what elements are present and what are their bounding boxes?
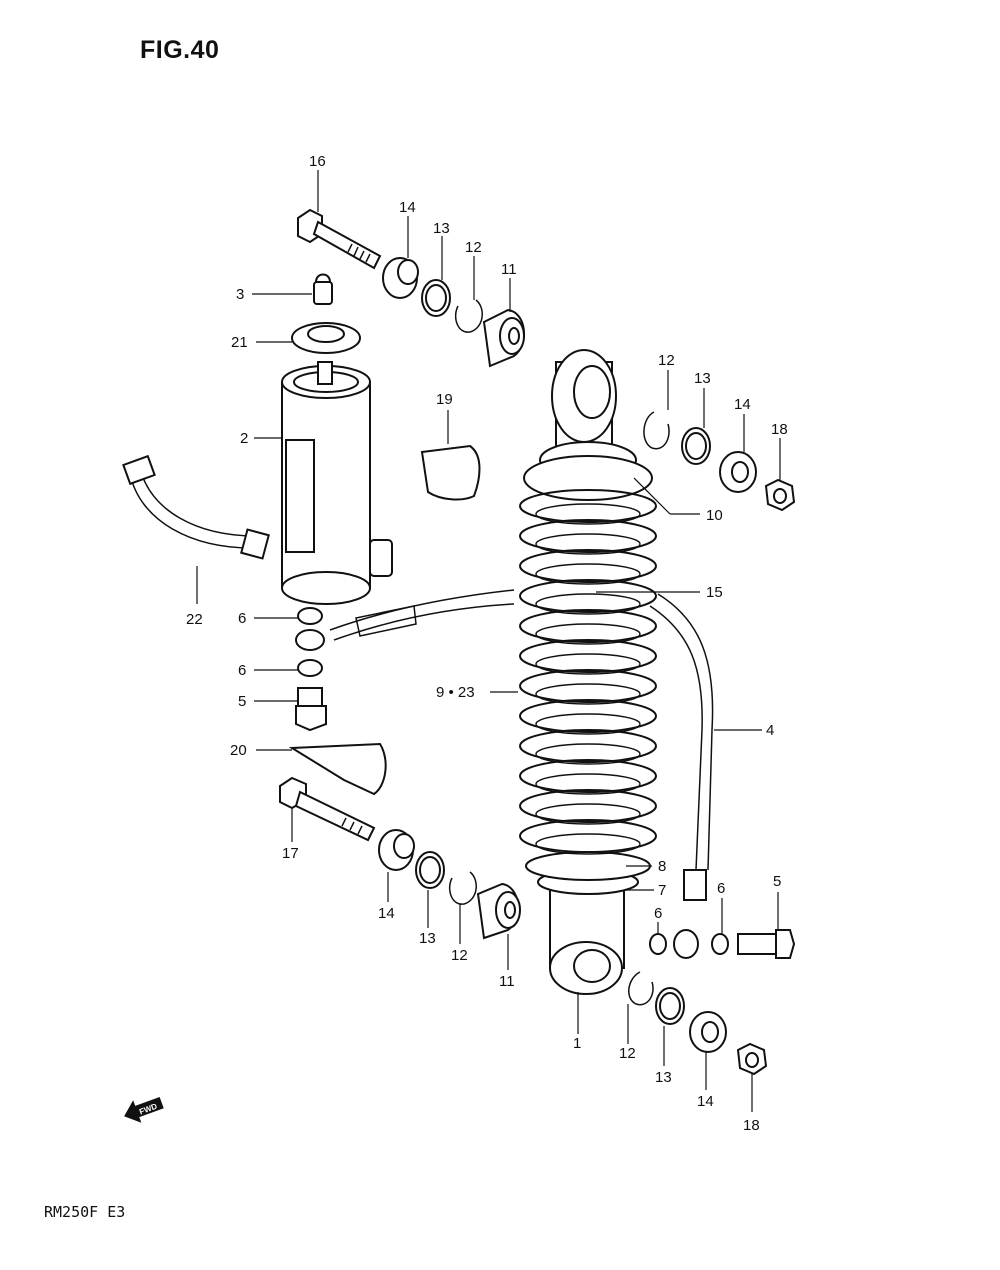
- callout-13: 13: [655, 1069, 672, 1086]
- callout-16: 16: [309, 153, 326, 170]
- callout-3: 3: [236, 286, 244, 303]
- bump-rubber-19: [420, 444, 481, 501]
- spring-coil: [519, 579, 657, 613]
- callout-14: 14: [697, 1093, 714, 1110]
- valve-cap-3: [313, 273, 333, 305]
- callout-12: 12: [465, 239, 482, 256]
- lower-mount-bolt-17: [279, 776, 376, 842]
- callout-labels: 16 14 13 12 11 3 21 2 22 6 6 5 20 19 17 …: [186, 153, 788, 1134]
- right-seal-13: [681, 427, 711, 465]
- callout-19: 19: [436, 391, 453, 408]
- callout-21: 21: [231, 334, 248, 351]
- spring-coil-inner: [535, 623, 641, 645]
- callout-14: 14: [378, 905, 395, 922]
- right-spacer-14: [719, 451, 757, 493]
- spring-coil: [519, 789, 657, 823]
- callout-13: 13: [694, 370, 711, 387]
- hose-lower-4: [649, 593, 714, 901]
- callout-5: 5: [773, 873, 781, 890]
- spring-coil: [519, 729, 657, 763]
- spring-coil-inner: [535, 503, 641, 525]
- spring-coil-inner: [535, 683, 641, 705]
- bottom-circlip-12: [628, 971, 654, 1006]
- spring-coil-inner: [535, 743, 641, 765]
- lower-circlip-12: [448, 871, 477, 905]
- callout-6: 6: [717, 880, 725, 897]
- right-nut-18: [764, 478, 796, 512]
- upper-bushing-11: [482, 308, 526, 368]
- spring-coil: [519, 549, 657, 583]
- hose-washers: [297, 607, 323, 677]
- callout-9-23: 9 • 23: [436, 684, 475, 701]
- figure-title: FIG.40: [140, 36, 220, 64]
- upper-spacer-14: [382, 257, 419, 299]
- spring-coil-inner: [535, 833, 641, 855]
- callout-17: 17: [282, 845, 299, 862]
- bottom-spacer-14: [689, 1011, 727, 1053]
- fwd-arrow-icon: FWD: [124, 1096, 164, 1123]
- spring-coil: [519, 699, 657, 733]
- model-code: RM250F E3: [44, 1203, 126, 1221]
- lower-bushing-11: [476, 882, 521, 940]
- spring-coil: [519, 609, 657, 643]
- lower-seal-13: [415, 851, 445, 889]
- callout-18: 18: [743, 1117, 760, 1134]
- callout-11: 11: [501, 261, 517, 278]
- callout-11: 11: [499, 973, 515, 990]
- spring-coil: [519, 519, 657, 553]
- leader-lines: [196, 170, 781, 1112]
- callout-12: 12: [451, 947, 468, 964]
- spring-coil-inner: [535, 773, 641, 795]
- lower-spacer-14: [378, 829, 415, 871]
- upper-dust-seal-13: [421, 279, 451, 317]
- spring-coil: [519, 819, 657, 853]
- callout-18: 18: [771, 421, 788, 438]
- spring-coil-inner: [535, 593, 641, 615]
- hose-upper-4: [295, 589, 515, 651]
- callout-13: 13: [419, 930, 436, 947]
- callout-4: 4: [766, 722, 774, 739]
- callout-6: 6: [654, 905, 662, 922]
- callout-5: 5: [238, 693, 246, 710]
- callout-6: 6: [238, 662, 246, 679]
- upper-circlip-12: [454, 299, 483, 333]
- reservoir-band-22: [122, 454, 270, 560]
- mud-guard-20: [288, 742, 387, 796]
- callout-13: 13: [433, 220, 450, 237]
- bottom-seal-13: [655, 987, 685, 1025]
- callout-14: 14: [399, 199, 416, 216]
- callout-12: 12: [658, 352, 675, 369]
- spring-coil-inner: [535, 563, 641, 585]
- callout-6: 6: [238, 610, 246, 627]
- reservoir-cap-21: [291, 322, 361, 354]
- spring-coil-inner: [535, 713, 641, 735]
- spring-coil-inner: [535, 533, 641, 555]
- spring-coil-inner: [535, 803, 641, 825]
- bottom-nut-18: [736, 1042, 768, 1076]
- spring-coil: [519, 489, 657, 523]
- callout-7: 7: [658, 882, 666, 899]
- callout-2: 2: [240, 430, 248, 447]
- spring-coil: [519, 759, 657, 793]
- spring-coil: [519, 669, 657, 703]
- callout-8: 8: [658, 858, 666, 875]
- callout-20: 20: [230, 742, 247, 759]
- banjo-bolt-5: [295, 687, 327, 732]
- spring-coil-inner: [535, 653, 641, 675]
- shock-absorber-1: [523, 349, 653, 995]
- lower-fittings: [649, 929, 796, 959]
- callout-15: 15: [706, 584, 723, 601]
- callout-12: 12: [619, 1045, 636, 1062]
- callout-1: 1: [573, 1035, 581, 1052]
- upper-mount-bolt: [297, 208, 382, 270]
- coil-spring-9: [519, 489, 657, 855]
- spring-coil: [519, 639, 657, 673]
- callout-10: 10: [706, 507, 723, 524]
- right-circlip-12: [643, 411, 670, 450]
- callout-14: 14: [734, 396, 751, 413]
- callout-22: 22: [186, 611, 203, 628]
- reservoir-tank-2: [281, 361, 393, 605]
